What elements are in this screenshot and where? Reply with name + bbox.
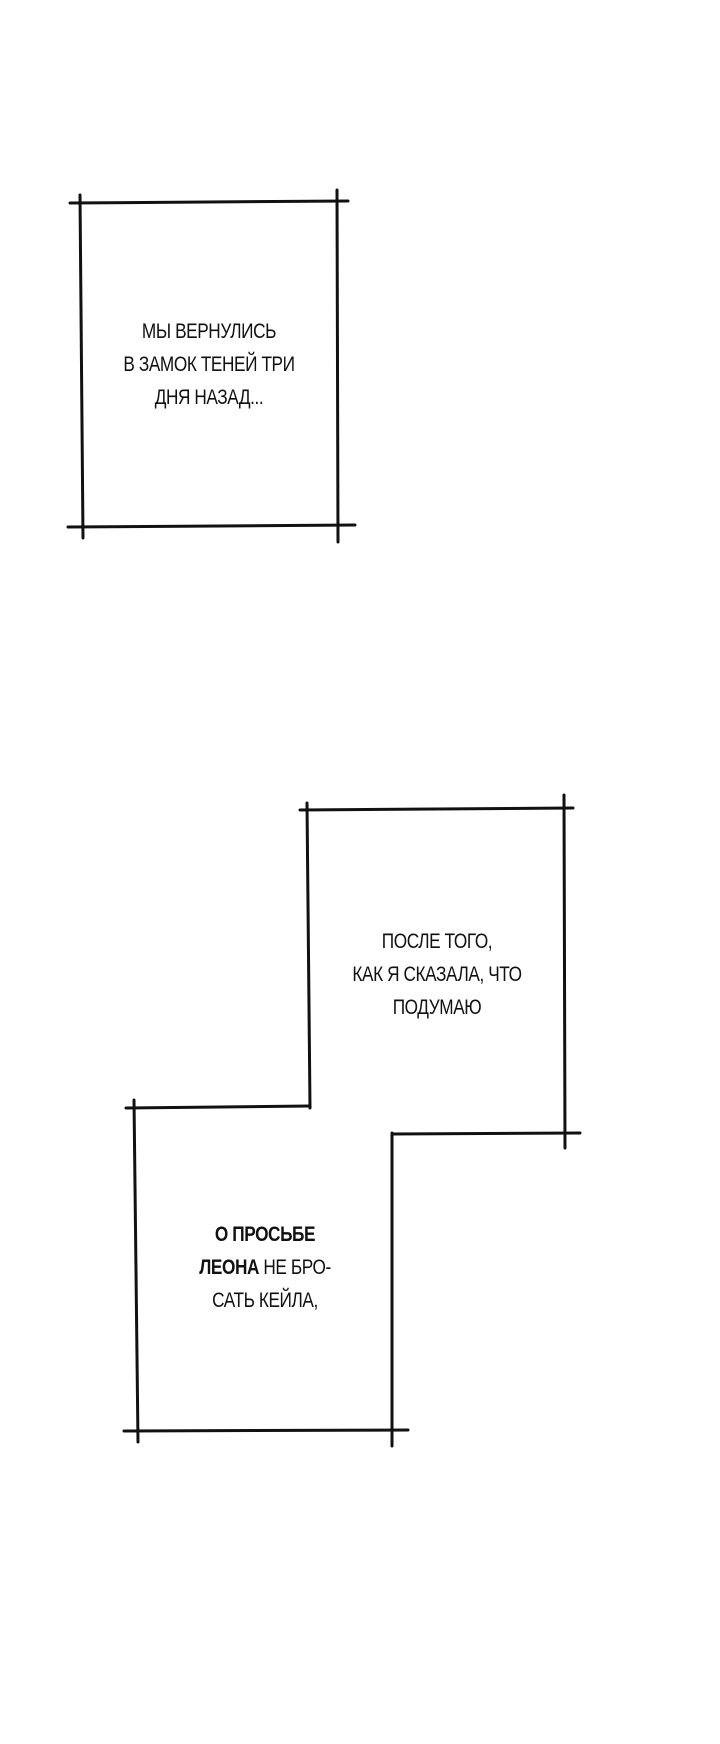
caption-line: В ЗАМОК ТЕНЕЙ ТРИ xyxy=(123,353,295,376)
caption-line: О ПРОСЬБЕ xyxy=(163,1218,368,1251)
caption-panel-2: ПОСЛЕ ТОГО, КАК Я СКАЗАЛА, ЧТО ПОДУМАЮ xyxy=(335,925,540,1024)
caption-box-2-3-frame xyxy=(122,793,582,1448)
caption-text: НЕ БРО- xyxy=(259,1256,331,1279)
caption-line: САТЬ КЕЙЛА, xyxy=(212,1289,318,1312)
caption-line: ПОСЛЕ ТОГО, xyxy=(381,930,493,953)
caption-line: КАК Я СКАЗАЛА, ЧТО xyxy=(352,963,522,986)
caption-emphasis: ЛЕОНА xyxy=(199,1256,260,1279)
caption-emphasis: О ПРОСЬБЕ xyxy=(214,1223,316,1246)
caption-line: МЫ ВЕРНУЛИСЬ xyxy=(141,320,277,343)
caption-panel-1: МЫ ВЕРНУЛИСЬ В ЗАМОК ТЕНЕЙ ТРИ ДНЯ НАЗАД… xyxy=(107,315,312,414)
caption-panel-3: О ПРОСЬБЕ ЛЕОНА НЕ БРО- САТЬ КЕЙЛА, xyxy=(163,1218,368,1317)
caption-line: ЛЕОНА НЕ БРО- xyxy=(163,1251,368,1284)
caption-line: ПОДУМАЮ xyxy=(392,996,482,1019)
caption-line: ДНЯ НАЗАД... xyxy=(154,386,264,409)
caption-box-1-frame xyxy=(66,188,357,544)
